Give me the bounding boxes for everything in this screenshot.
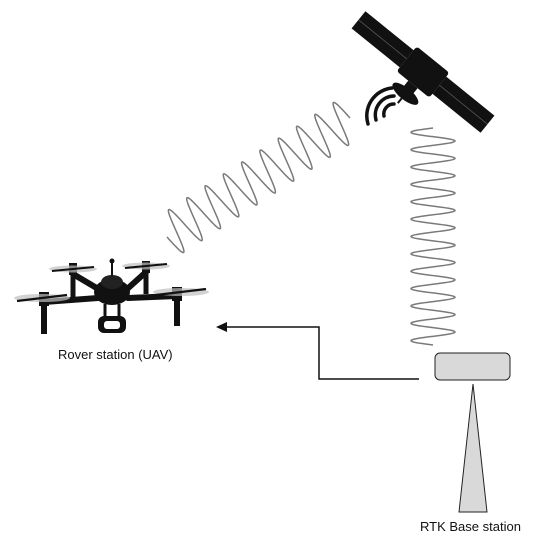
base-station-icon: [434, 352, 511, 513]
satellite-icon: [351, 11, 495, 133]
rover-station-label: Rover station (UAV): [58, 347, 173, 362]
correction-link-arrow: [216, 322, 419, 380]
satellite-to-base-signal-wave: [410, 127, 456, 346]
base-station-label: RTK Base station: [420, 519, 521, 534]
satellite-signal-icon: [365, 86, 396, 126]
drone-icon: [14, 258, 209, 334]
satellite-to-uav-signal-wave: [166, 101, 351, 254]
